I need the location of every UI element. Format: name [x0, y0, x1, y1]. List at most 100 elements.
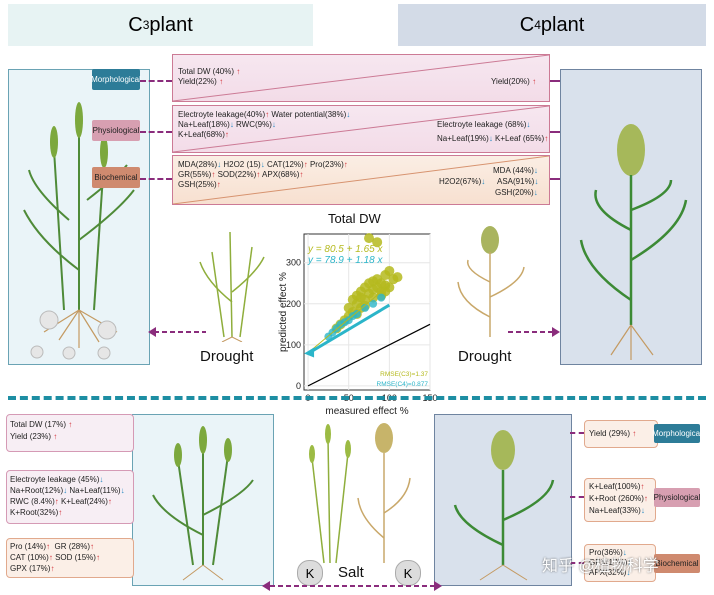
arrow-up-icon: ↑ [643, 494, 648, 503]
bio-right-item: ASA(91%)↓ [497, 177, 538, 187]
bio-left-text-7: GSH(25%) [178, 180, 217, 189]
c3-data-point [355, 292, 366, 303]
arrow-up-icon: ↑ [640, 482, 645, 491]
phys-left-item: K+Leaf(68%)↑ [178, 130, 229, 140]
band-morphological: Total DW (40%) ↑ Yield(22%) ↑ Yield(20%)… [172, 54, 550, 102]
salt-left-phys-item: Na+Root(12%)↓ Na+Leaf(11%)↓ [10, 486, 125, 496]
morph-right-item: Yield(20%) ↑ [491, 77, 536, 87]
connector-bio-left [140, 178, 172, 180]
bio-left-item: GR(55%)↑ SOD(22%)↑ APX(68%)↑ [178, 170, 303, 180]
arrow-up-icon: ↑ [216, 180, 221, 189]
arrow-up-icon: ↑ [236, 67, 241, 76]
arrow-down-icon: ↓ [622, 548, 627, 557]
salt-left-bio-item: Pro (14%)↑ GR (28%)↑ [10, 542, 94, 552]
phys-right-item: Na+Leaf(19%)↓ K+Leaf (65%)↑ [437, 134, 548, 144]
c4-header-suffix: plant [540, 13, 585, 36]
salt-left-bio-text-0: Pro (14%) [10, 542, 47, 551]
bio-right-text-2: ASA(91%) [497, 177, 535, 186]
arrow-up-icon: ↑ [632, 429, 637, 438]
bio-left-text-5: SOD(22%) [217, 170, 257, 179]
salt-label: Salt [338, 564, 364, 581]
salt-left-phys-text-2: Na+Leaf(11%) [69, 486, 121, 495]
arrow-down-icon: ↓ [533, 188, 538, 197]
arrow-down-icon: ↓ [229, 120, 234, 129]
arrow-down-icon: ↓ [63, 486, 68, 495]
arrow-down-icon: ↓ [488, 134, 493, 143]
salt-right-bio-item: Pro(36%)↓ [589, 548, 627, 558]
salt-left-phys-text-0: Electroyte leakage (45%) [10, 475, 100, 484]
salt-right-phys-item: K+Leaf(100%)↑ [589, 482, 644, 492]
c4-data-point [360, 303, 369, 312]
bio-left-text-2: CAT(12%) [266, 160, 304, 169]
salt-left-morph-box: Total DW (17%) ↑ Yield (23%) ↑ [6, 414, 134, 452]
salt-left-bio-item: GPX (17%)↑ [10, 564, 54, 574]
salt-right-bio-item: APX(32%)↓ [589, 568, 630, 578]
c3-data-point [343, 302, 354, 313]
bio-right-item: H2O2(67%)↓ [439, 177, 485, 187]
chart-title: Total DW [328, 211, 381, 226]
arrow-down-icon: ↓ [640, 506, 645, 515]
salt-left-phys-item: K+Root(32%)↑ [10, 508, 62, 518]
salt-left-bio-box: Pro (14%)↑ GR (28%)↑ CAT (10%)↑ SOD (15%… [6, 538, 134, 578]
salt-right-phys-text-0: K+Leaf(100%) [589, 482, 641, 491]
band-physiological: Electroyte leakage(40%)↑ Water potential… [172, 105, 550, 153]
salt-left-phys-text-4: K+Leaf(24%) [60, 497, 108, 506]
tag-physiological: Physiological [92, 120, 140, 141]
arrow-down-icon: ↓ [260, 160, 265, 169]
salt-left-phys-item: Electroyte leakage (45%)↓ [10, 475, 103, 485]
drought-c3-small-plant [199, 231, 265, 342]
bio-right-text-1: H2O2(67%) [439, 177, 482, 186]
phys-left-item: Electroyte leakage(40%)↑ Water potential… [178, 110, 350, 120]
watermark-text: 知乎 @植物科学 [542, 558, 659, 575]
salt-double-arrow [262, 581, 442, 591]
phys-right-text-2: K+Leaf (65%) [495, 134, 545, 143]
band-phys-wedge [173, 106, 549, 152]
plot-area [303, 233, 431, 391]
bio-left-text-3: Pro(23%) [309, 160, 344, 169]
salt-left-morph-item: Total DW (17%) ↑ [10, 420, 72, 430]
salt-left-phys-box: Electroyte leakage (45%)↓ Na+Root(12%)↓ … [6, 470, 134, 524]
tag-biochemical: Biochemical [92, 167, 140, 188]
connector-morph-left [140, 80, 172, 82]
y-tick-label: 100 [286, 340, 301, 350]
c3-data-point [384, 265, 395, 276]
arrow-down-icon: ↓ [526, 120, 531, 129]
salt-left-morph-item: Yield (23%) ↑ [10, 432, 57, 442]
phys-right-text-0: Electroyte leakage (68%) [437, 120, 527, 129]
c3-header-prefix: C [128, 13, 143, 36]
bio-right-text-0: MDA (44%) [493, 166, 534, 175]
arrow-down-icon: ↓ [271, 120, 276, 129]
arrow-up-icon: ↑ [68, 420, 73, 429]
phys-right-text-1: Na+Leaf(19%) [437, 134, 489, 143]
salt-tag-morphological: Morphological [652, 424, 702, 443]
c4-data-point [377, 293, 386, 302]
arrow-up-icon: ↑ [256, 170, 261, 179]
section-divider [8, 396, 706, 400]
connector-morph-right [548, 80, 560, 82]
fit-c4-label: y = 78.9 + 1.18 x [307, 255, 383, 266]
salt-right-morph-box: Yield (29%) ↑ [584, 420, 658, 448]
arrow-down-icon: ↓ [346, 110, 351, 119]
salt-tag-physiological: Physiological [654, 488, 700, 507]
arrow-up-icon: ↑ [224, 130, 229, 139]
morph-left-item: Yield(22%) ↑ [178, 77, 223, 87]
c4-fit-arrowhead [304, 347, 315, 358]
c3-data-point [392, 272, 403, 283]
salt-connector-bio [570, 562, 584, 564]
salt-right-phys-text-1: K+Root (260%) [589, 494, 644, 503]
salt-right-bio-text-1: GPX(17%) [589, 558, 628, 567]
salt-right-bio-text-2: APX(32%) [589, 568, 627, 577]
salt-right-phys-text-2: Na+Leaf(33%) [589, 506, 641, 515]
phys-left-text-3: RWC(9%) [236, 120, 272, 129]
c3-plant-illustration [23, 102, 135, 360]
c4-salt-panel [434, 414, 572, 586]
c4-data-point [352, 310, 361, 319]
salt-left-bio-text-1: GR (28%) [54, 542, 91, 551]
salt-left-phys-item: RWC (8.4%)↑ K+Leaf(24%)↑ [10, 497, 112, 507]
salt-right-phys-item: Na+Leaf(33%)↓ [589, 506, 645, 516]
phys-left-text-4: K+Leaf(68%) [178, 130, 225, 139]
arrow-up-icon: ↑ [544, 134, 549, 143]
bio-right-text-3: GSH(20%) [495, 188, 534, 197]
